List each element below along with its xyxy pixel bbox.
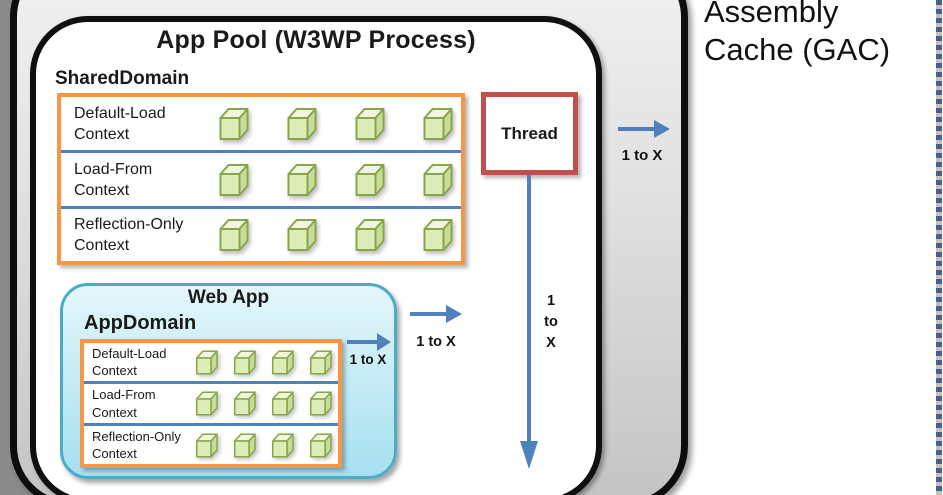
row-separator bbox=[61, 150, 461, 153]
right-arrow-icon bbox=[410, 305, 462, 323]
appdomain-context-box: Default-Load Context Load-From Context R… bbox=[80, 339, 342, 468]
gac-dashed-border bbox=[936, 0, 942, 495]
row-separator bbox=[61, 206, 461, 209]
assembly-cube-icon bbox=[287, 219, 317, 251]
assembly-cubes bbox=[195, 432, 332, 459]
assembly-cube-icon bbox=[219, 163, 249, 196]
context-row-label: Load-From Context bbox=[74, 160, 153, 199]
assembly-cube-icon bbox=[272, 391, 294, 416]
assembly-cube-icon bbox=[219, 107, 249, 140]
assembly-cubes bbox=[195, 390, 332, 417]
assembly-cube-icon bbox=[423, 219, 453, 251]
web-app-title: Web App bbox=[187, 287, 270, 308]
assembly-cube-icon bbox=[355, 219, 385, 251]
appdomain-label: AppDomain bbox=[84, 312, 197, 334]
row-separator bbox=[84, 381, 338, 384]
right-arrow-icon bbox=[618, 120, 670, 138]
assembly-cube-icon bbox=[234, 350, 256, 374]
assembly-cube-icon bbox=[287, 163, 317, 196]
right-arrow-icon bbox=[347, 333, 391, 351]
context-row-label: Reflection-Only Context bbox=[74, 216, 184, 254]
assembly-cube-icon bbox=[234, 391, 256, 416]
assembly-cubes bbox=[218, 106, 453, 142]
assembly-cube-icon bbox=[423, 163, 453, 196]
down-arrow-icon bbox=[520, 175, 538, 469]
assembly-cube-icon bbox=[219, 219, 249, 251]
context-row: Reflection-Only Context bbox=[61, 209, 461, 261]
assembly-cube-icon bbox=[234, 433, 256, 457]
appdomain-arrow-label: 1 to X bbox=[349, 352, 387, 367]
assembly-cubes bbox=[195, 349, 332, 376]
gac-arrow-label: 1 to X bbox=[621, 147, 663, 164]
webapp-arrow-label: 1 to X bbox=[416, 334, 456, 350]
assembly-cube-icon bbox=[196, 350, 218, 374]
thread-label: Thread bbox=[501, 123, 558, 143]
context-row-label: Default-Load Context bbox=[92, 345, 167, 379]
shareddomain-label: SharedDomain bbox=[55, 68, 190, 89]
row-separator bbox=[84, 423, 338, 426]
context-row-label: Default-Load Context bbox=[74, 104, 166, 143]
assembly-cube-icon bbox=[355, 163, 385, 196]
context-row: Default-Load Context bbox=[84, 343, 338, 381]
assembly-cube-icon bbox=[355, 107, 385, 140]
assembly-cube-icon bbox=[310, 391, 332, 416]
context-row-label: Load-From Context bbox=[92, 387, 156, 420]
context-row: Load-From Context bbox=[84, 384, 338, 423]
gac-title: Assembly Cache (GAC) bbox=[704, 0, 891, 67]
assembly-cube-icon bbox=[272, 433, 294, 457]
assembly-cube-icon bbox=[310, 350, 332, 374]
assembly-cube-icon bbox=[196, 391, 218, 416]
assembly-cube-icon bbox=[310, 433, 332, 457]
assembly-cube-icon bbox=[287, 107, 317, 140]
assembly-cube-icon bbox=[272, 350, 294, 374]
thread-box: Thread bbox=[481, 92, 578, 175]
shareddomain-context-box: Default-Load Context Load-From Context R… bbox=[57, 93, 465, 265]
assembly-cube-icon bbox=[423, 107, 453, 140]
assembly-cubes bbox=[218, 217, 453, 253]
assembly-cubes bbox=[218, 162, 453, 198]
context-row: Reflection-Only Context bbox=[84, 426, 338, 464]
context-row: Load-From Context bbox=[61, 153, 461, 206]
app-pool-title: App Pool (W3WP Process) bbox=[156, 26, 476, 54]
assembly-cube-icon bbox=[196, 433, 218, 457]
context-row: Default-Load Context bbox=[61, 97, 461, 150]
context-row-label: Reflection-Only Context bbox=[92, 428, 181, 462]
thread-arrow-label: 1 to X bbox=[544, 293, 558, 351]
